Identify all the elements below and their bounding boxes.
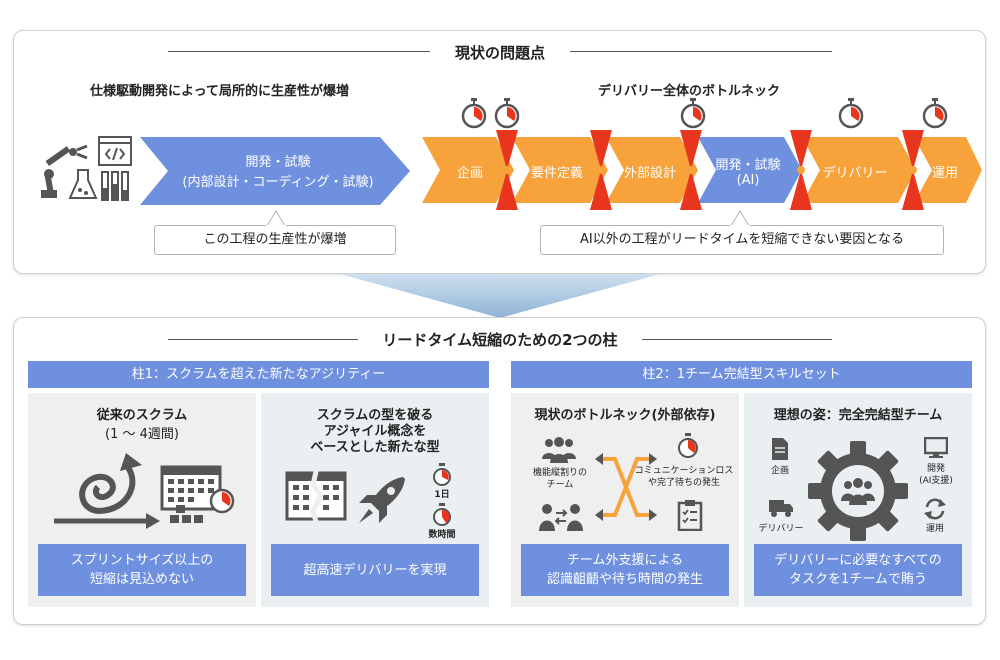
card-title: 理想の姿：完全完結型チーム bbox=[773, 408, 943, 423]
callout-pointer bbox=[266, 210, 286, 227]
stopwatch-icon bbox=[433, 463, 451, 486]
card-traditional-scrum: 従来のスクラム (1 〜 4週間) スプリントサイズ以上の 短縮は見込めない bbox=[28, 393, 256, 607]
stopwatch-icon bbox=[680, 98, 706, 129]
title-rule-left bbox=[168, 51, 430, 52]
stopwatch-icon bbox=[494, 98, 520, 129]
dev-test-arrow-label-2: (内部設計・コーディング・試験) bbox=[182, 175, 374, 190]
card-result-line: 短縮は見込めない bbox=[89, 572, 194, 587]
stopwatch-icon bbox=[838, 98, 864, 129]
monitor-icon bbox=[924, 437, 948, 458]
card-title: アジャイル概念を bbox=[323, 424, 427, 439]
card-title: 従来のスクラム bbox=[96, 408, 188, 423]
stage-requirements: 要件定義 bbox=[530, 166, 583, 181]
stage-delivery: デリバリー bbox=[822, 166, 888, 181]
card-result-box: チーム外支援による 認識齟齬や待ち時間の発生 bbox=[521, 544, 729, 596]
checklist-icon bbox=[677, 500, 703, 531]
stopwatch-icon bbox=[433, 503, 451, 526]
stage-external-design: 外部設計 bbox=[623, 166, 676, 181]
label-ops: 運用 bbox=[925, 524, 944, 534]
title-rule-right bbox=[570, 51, 832, 52]
pillar-1-header: 柱1：スクラムを超えた新たなアジリティー bbox=[28, 361, 489, 388]
stage-dev-test-ai: (AI) bbox=[736, 173, 760, 188]
handoff-people-icon bbox=[539, 504, 583, 531]
document-icon bbox=[772, 438, 788, 460]
right-heading: デリバリー全体のボトルネック bbox=[598, 84, 781, 99]
card-title: ベースとした新たな型 bbox=[310, 440, 440, 455]
label-hours: 数時間 bbox=[428, 530, 456, 540]
problem-title: 現状の問題点 bbox=[454, 44, 545, 62]
title-rule-left bbox=[168, 339, 358, 340]
sprint-cycle-icon bbox=[54, 453, 235, 529]
truck-icon bbox=[769, 500, 793, 517]
card-result-box: 超高速デリバリーを実現 bbox=[271, 544, 479, 596]
title-rule-right bbox=[642, 339, 832, 340]
rocket-icon bbox=[359, 477, 405, 523]
stage-operation: 運用 bbox=[931, 166, 958, 181]
productivity-callout: この工程の生産性が爆増 bbox=[154, 225, 396, 255]
card-result-line: 超高速デリバリーを実現 bbox=[303, 562, 447, 578]
lab-flask-icon bbox=[68, 169, 98, 199]
card-result-line: スプリントサイズ以上の bbox=[70, 553, 214, 568]
card-result-line: タスクを1チームで賄う bbox=[789, 572, 927, 587]
stage-plan: 企画 bbox=[456, 166, 483, 181]
stopwatch-icon bbox=[461, 98, 487, 129]
card-current-bottleneck: 現状のボトルネック(外部依存) 機能縦割りの チーム コミュニケーションロス や… bbox=[511, 393, 739, 607]
refresh-cycle-icon bbox=[924, 498, 946, 520]
card-result-box: スプリントサイズ以上の 短縮は見込めない bbox=[38, 544, 246, 596]
label-dev-ai-2: (AI支援) bbox=[919, 476, 953, 486]
stopwatch-icon bbox=[678, 433, 698, 458]
broken-calendar-icon bbox=[285, 466, 347, 526]
section-connector bbox=[340, 274, 660, 318]
card-result-box: デリバリーに必要なすべての タスクを1チームで賄う bbox=[754, 544, 962, 596]
card-result-line: デリバリーに必要なすべての bbox=[774, 553, 942, 568]
team-group-icon bbox=[542, 437, 576, 463]
label-delivery: デリバリー bbox=[758, 524, 804, 534]
bottleneck-callout: AI以外の工程がリードタイムを短縮できない要因となる bbox=[540, 225, 944, 255]
code-window-icon bbox=[98, 136, 132, 166]
stage-dev-test: 開発・試験 bbox=[715, 158, 781, 173]
callout-pointer bbox=[730, 210, 750, 227]
label-comm-loss-2: や完了待ちの発生 bbox=[647, 478, 720, 488]
crossing-arrows-icon bbox=[595, 453, 657, 521]
label-silo-team-2: チーム bbox=[546, 480, 574, 490]
pillars-title: リードタイム短縮のための2つの柱 bbox=[382, 331, 618, 349]
stopwatch-icon bbox=[922, 98, 948, 129]
label-comm-loss-1: コミュニケーションロス bbox=[634, 466, 734, 476]
card-ideal-team: 理想の姿：完全完結型チーム 企画 開発 (AI支援) デリバリー bbox=[744, 393, 972, 607]
label-silo-team-1: 機能縦割りの bbox=[532, 468, 587, 478]
gear-team-icon bbox=[808, 441, 908, 541]
dev-test-arrow-label-1: 開発・試験 bbox=[245, 155, 311, 170]
label-one-day: 1日 bbox=[434, 490, 450, 500]
card-subtitle: (1 〜 4週間) bbox=[105, 427, 179, 442]
pipeline-stages bbox=[422, 130, 982, 210]
test-tubes-icon bbox=[101, 171, 129, 201]
label-dev-ai-1: 開発 bbox=[926, 464, 945, 474]
robot-arm-icon bbox=[41, 144, 88, 198]
card-result-line: 認識齟齬や待ち時間の発生 bbox=[546, 572, 703, 587]
card-title: スクラムの型を破る bbox=[316, 408, 434, 423]
card-result-line: チーム外支援による bbox=[566, 553, 684, 568]
left-heading: 仕様駆動開発によって局所的に生産性が爆増 bbox=[90, 84, 349, 99]
card-new-agile: スクラムの型を破る アジャイル概念を ベースとした新たな型 1日 数時間 超高速… bbox=[261, 393, 489, 607]
card-title: 現状のボトルネック(外部依存) bbox=[534, 408, 716, 423]
label-plan: 企画 bbox=[770, 466, 789, 476]
dev-test-arrow bbox=[140, 137, 410, 205]
pillar-2-header: 柱2：1チーム完結型スキルセット bbox=[511, 361, 972, 388]
